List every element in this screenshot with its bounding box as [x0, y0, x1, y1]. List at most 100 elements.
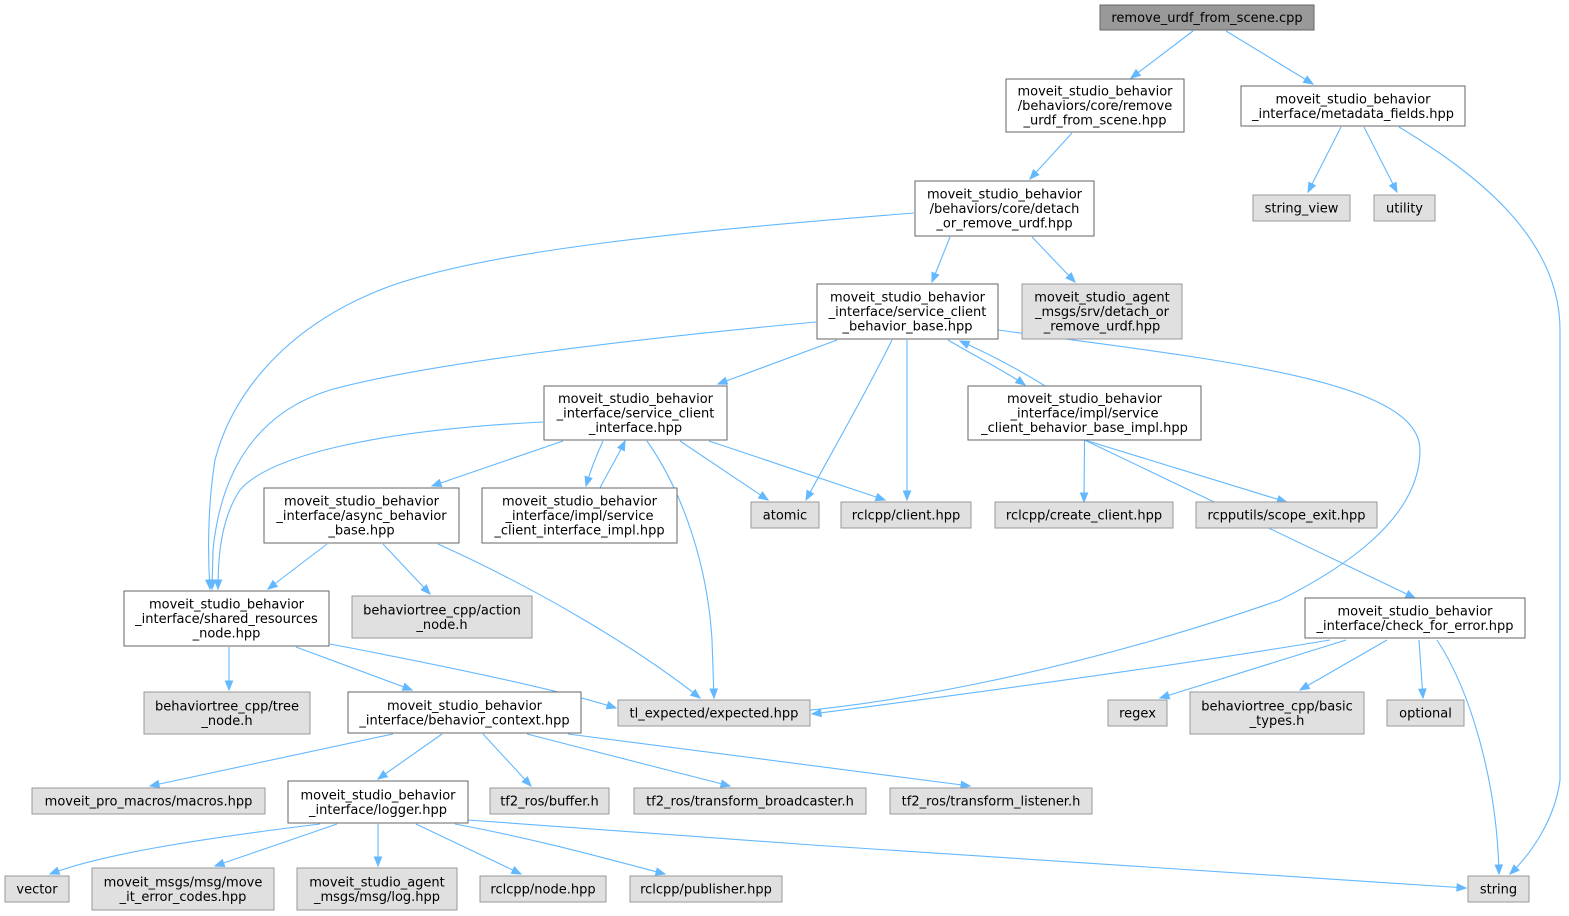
node-box: [1021, 283, 1183, 340]
edge-cfe-to-regex: [1158, 639, 1347, 700]
node-box: [816, 283, 999, 340]
node-listener: tf2_ros/transform_listener.h: [889, 787, 1093, 815]
node-node-hpp: rclcpp/node.hpp: [479, 875, 607, 903]
node-sci[interactable]: moveit_studio_behavior_interface/service…: [543, 385, 728, 441]
node-label-line: rclcpp/publisher.hpp: [640, 883, 772, 898]
node-cfe[interactable]: moveit_studio_behavior_interface/check_f…: [1304, 597, 1526, 639]
node-root: remove_urdf_from_scene.cpp: [1099, 4, 1315, 31]
node-label-line: moveit_studio_behavior: [149, 598, 305, 613]
node-label-line: moveit_studio_behavior: [387, 699, 543, 714]
edge-line: [377, 733, 443, 780]
node-label-line: _interface/impl/service: [1010, 407, 1159, 422]
arrow-head-icon: [958, 340, 971, 349]
node-box: [4, 875, 70, 903]
edge-context-to-listener: [567, 733, 972, 790]
edge-srn-to-context: [295, 646, 414, 691]
node-label-line: moveit_studio_behavior: [300, 788, 456, 803]
edge-line: [1363, 126, 1398, 193]
arrow-head-icon: [1129, 68, 1142, 79]
node-label-line: moveit_msgs/msg/move: [104, 875, 263, 890]
node-srn[interactable]: moveit_studio_behavior_interface/shared_…: [123, 590, 330, 647]
node-label-line: _interface/logger.hpp: [308, 803, 447, 818]
edge-cfe-to-expected: [810, 639, 1331, 718]
edge-scb_impl-to-scb: [958, 340, 1046, 387]
arrow-head-icon: [874, 492, 887, 502]
node-box: [1195, 501, 1378, 529]
node-label-line: rclcpp/create_client.hpp: [1006, 509, 1162, 524]
node-label-line: rcpputils/scope_exit.hpp: [1207, 509, 1365, 524]
node-box: [840, 501, 972, 529]
node-logger[interactable]: moveit_studio_behavior_interface/logger.…: [287, 780, 469, 824]
edge-srn-to-tree_node: [224, 647, 234, 692]
node-scb-impl[interactable]: moveit_studio_behavior_interface/impl/se…: [967, 385, 1202, 441]
node-label-line: _interface/check_for_error.hpp: [1316, 619, 1514, 634]
node-sci-impl[interactable]: moveit_studio_behavior_interface/impl/se…: [481, 487, 678, 544]
edge-line: [679, 440, 769, 501]
edge-line: [1299, 639, 1388, 691]
edge-async-to-srn: [266, 543, 328, 590]
node-label-line: _node.h: [200, 714, 252, 729]
edge-metadata-to-string_view: [1307, 126, 1342, 194]
arrow-head-icon: [616, 439, 626, 452]
node-macros: moveit_pro_macros/macros.hpp: [31, 787, 266, 815]
node-buffer: tf2_ros/buffer.h: [489, 787, 610, 815]
nodes-layer: remove_urdf_from_scene.cpp moveit_studio_…: [4, 4, 1530, 911]
edge-scb-to-client: [902, 340, 912, 502]
node-box: [543, 385, 728, 441]
node-agent-srv: moveit_studio_agent_msgs/srv/detach_or_r…: [1021, 283, 1183, 340]
node-box: [1107, 699, 1168, 727]
edge-line: [217, 421, 544, 590]
edge-line: [811, 639, 1331, 715]
node-label-line: moveit_studio_behavior: [830, 291, 986, 306]
node-label-line: behaviortree_cpp/tree: [155, 699, 299, 714]
edge-logger-to-agent_log: [373, 824, 383, 868]
node-context[interactable]: moveit_studio_behavior_interface/behavio…: [347, 691, 582, 734]
node-label-line: _client_behavior_base_impl.hpp: [980, 421, 1188, 436]
arrow-head-icon: [1158, 691, 1171, 700]
edge-line: [1083, 439, 1086, 503]
node-box: [351, 595, 533, 639]
node-error-codes: moveit_msgs/msg/move_it_error_codes.hpp: [91, 867, 275, 911]
arrow-head-icon: [1302, 75, 1315, 85]
edge-line: [211, 321, 817, 590]
node-detach[interactable]: moveit_studio_behavior/behaviors/core/de…: [914, 180, 1095, 237]
node-box: [489, 787, 610, 815]
node-box: [296, 867, 458, 911]
edge-line: [1031, 236, 1076, 283]
node-label-line: optional: [1399, 707, 1452, 722]
node-box: [91, 867, 275, 911]
edge-scb-to-scb_impl: [947, 339, 1027, 386]
edge-logger-to-node_hpp: [415, 823, 523, 875]
edge-root-to-remove_hpp: [1129, 30, 1194, 79]
node-atomic: atomic: [750, 501, 820, 529]
node-label-line: tf2_ros/transform_broadcaster.h: [646, 795, 854, 810]
node-async[interactable]: moveit_studio_behavior_interface/async_b…: [263, 487, 460, 544]
node-box: [967, 385, 1202, 441]
node-remove-hpp[interactable]: moveit_studio_behavior/behaviors/core/re…: [1005, 78, 1185, 133]
node-box: [629, 875, 783, 903]
node-box: [481, 487, 678, 544]
edge-line: [1084, 439, 1287, 503]
node-box: [1467, 875, 1530, 903]
edge-line: [1436, 639, 1500, 875]
arrow-head-icon: [805, 489, 815, 502]
node-basic-types: behaviortree_cpp/basic_types.h: [1189, 691, 1365, 735]
edge-line: [295, 646, 413, 691]
edges-layer: [48, 30, 1561, 892]
node-scb[interactable]: moveit_studio_behavior_interface/service…: [816, 283, 999, 340]
node-label-line: _remove_urdf.hpp: [1043, 320, 1160, 335]
node-label-line: _interface/service_client: [556, 407, 715, 422]
node-tree-node: behaviortree_cpp/tree_node.h: [143, 691, 311, 735]
node-label-line: remove_urdf_from_scene.cpp: [1111, 11, 1302, 26]
arrow-head-icon: [376, 769, 389, 780]
edge-line: [482, 733, 532, 787]
edge-line: [382, 543, 431, 595]
node-metadata[interactable]: moveit_studio_behavior_interface/metadat…: [1240, 85, 1466, 127]
arrow-head-icon: [1079, 492, 1089, 504]
node-label-line: rclcpp/node.hpp: [490, 883, 595, 898]
node-optional: optional: [1386, 699, 1465, 727]
node-box: [31, 787, 266, 815]
edge-line: [947, 339, 1026, 386]
node-agent-log: moveit_studio_agent_msgs/msg/log.hpp: [296, 867, 458, 911]
